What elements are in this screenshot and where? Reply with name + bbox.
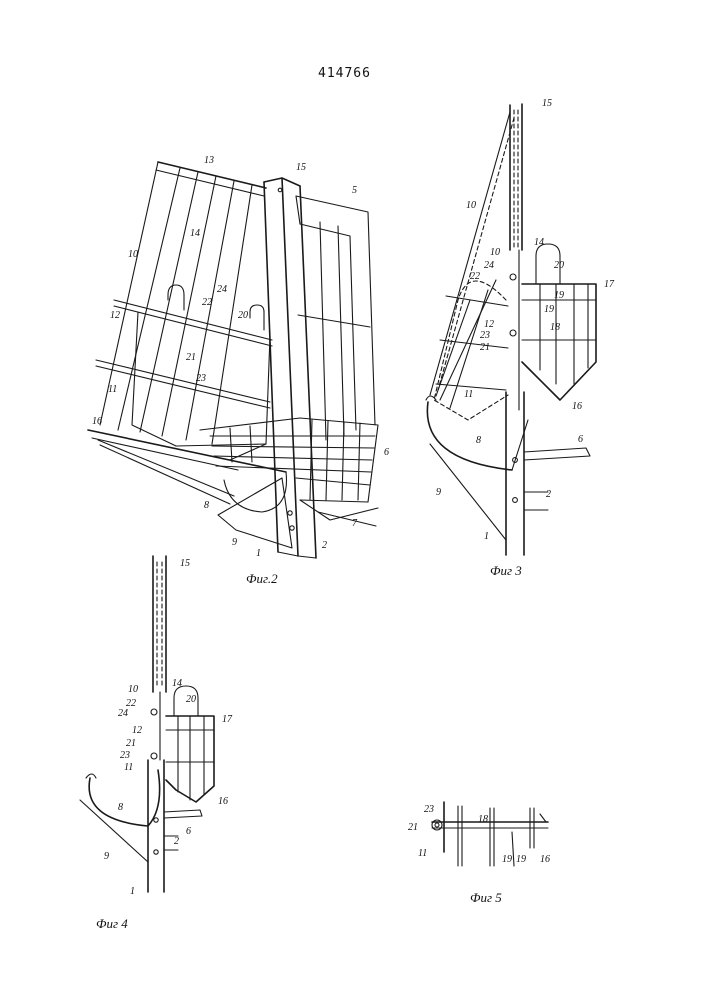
fig2-label: 12: [110, 310, 120, 321]
fig4-label: 10: [128, 684, 138, 695]
fig5-label: 21: [408, 822, 418, 833]
fig2-label: 16: [92, 416, 102, 427]
fig3-label: 10: [466, 200, 476, 211]
fig5-linework: [432, 802, 548, 866]
fig5-label: 23: [424, 804, 434, 815]
fig2-label: 21: [186, 352, 196, 363]
fig5-labels: 23 18 21 11 19 19 16: [408, 804, 550, 865]
fig3-label: 8: [476, 435, 481, 446]
fig3-label: 22: [470, 271, 480, 282]
fig5-caption: Фиг 5: [470, 890, 502, 905]
fig3-linework: [426, 104, 596, 555]
fig2-label: 8: [204, 500, 209, 511]
fig2-label: 7: [352, 518, 358, 529]
fig3-label: 10: [490, 247, 500, 258]
fig3-label: 19: [554, 290, 564, 301]
fig3-label: 14: [534, 237, 544, 248]
fig2-label: 14: [190, 228, 200, 239]
fig4-label: 9: [104, 851, 109, 862]
fig2-label: 13: [204, 155, 214, 166]
fig4-label: 8: [118, 802, 123, 813]
fig3-label: 11: [464, 389, 473, 400]
fig5-label: 18: [478, 814, 488, 825]
figure-2: 13 15 5 10 14 24 22 12 20 21 11 23 16 6 …: [88, 155, 389, 586]
fig2-label: 11: [108, 384, 117, 395]
fig4-label: 20: [186, 694, 196, 705]
fig2-labels: 13 15 5 10 14 24 22 12 20 21 11 23 16 6 …: [92, 155, 389, 559]
figure-3: 15 10 14 10 24 22 20 17 19 19 12 23 21 1…: [426, 98, 615, 578]
fig3-label: 18: [550, 322, 560, 333]
figure-4: 15 10 14 22 20 24 17 12 21 23 11 16 8 2 …: [80, 556, 233, 931]
fig2-label: 10: [128, 249, 138, 260]
fig4-label: 21: [126, 738, 136, 749]
fig2-label: 1: [256, 548, 261, 559]
figure-5: 23 18 21 11 19 19 16 Фиг 5: [408, 802, 550, 905]
fig2-label: 2: [322, 540, 327, 551]
fig4-label: 17: [222, 714, 233, 725]
fig4-label: 11: [124, 762, 133, 773]
fig4-label: 23: [120, 750, 130, 761]
fig5-label: 19: [516, 854, 526, 865]
fig3-label: 16: [572, 401, 582, 412]
fig3-label: 24: [484, 260, 494, 271]
fig3-label: 20: [554, 260, 564, 271]
fig4-label: 14: [172, 678, 182, 689]
fig3-caption: Фиг 3: [490, 563, 522, 578]
fig3-label: 9: [436, 487, 441, 498]
fig2-label: 6: [384, 447, 389, 458]
fig4-label: 16: [218, 796, 228, 807]
fig5-label: 11: [418, 848, 427, 859]
fig3-label: 2: [546, 489, 551, 500]
fig3-label: 19: [544, 304, 554, 315]
fig4-label: 24: [118, 708, 128, 719]
fig2-caption: Фиг.2: [246, 571, 278, 586]
fig4-label: 2: [174, 836, 179, 847]
fig3-label: 23: [480, 330, 490, 341]
fig4-linework: [80, 556, 214, 892]
fig3-label: 6: [578, 434, 583, 445]
fig3-label: 12: [484, 319, 494, 330]
fig2-linework: [88, 162, 378, 558]
fig2-label: 15: [296, 162, 306, 173]
fig4-label: 12: [132, 725, 142, 736]
fig4-label: 6: [186, 826, 191, 837]
fig3-label: 1: [484, 531, 489, 542]
fig3-label: 21: [480, 342, 490, 353]
fig5-label: 16: [540, 854, 550, 865]
fig3-label: 15: [542, 98, 552, 109]
fig4-label: 1: [130, 886, 135, 897]
fig2-label: 23: [196, 373, 206, 384]
fig5-label: 19: [502, 854, 512, 865]
fig2-label: 5: [352, 185, 357, 196]
fig4-label: 15: [180, 558, 190, 569]
fig4-caption: Фиг 4: [96, 916, 128, 931]
fig3-label: 17: [604, 279, 615, 290]
fig2-label: 20: [238, 310, 248, 321]
fig2-label: 9: [232, 537, 237, 548]
fig2-label: 22: [202, 297, 212, 308]
fig2-label: 24: [217, 284, 227, 295]
